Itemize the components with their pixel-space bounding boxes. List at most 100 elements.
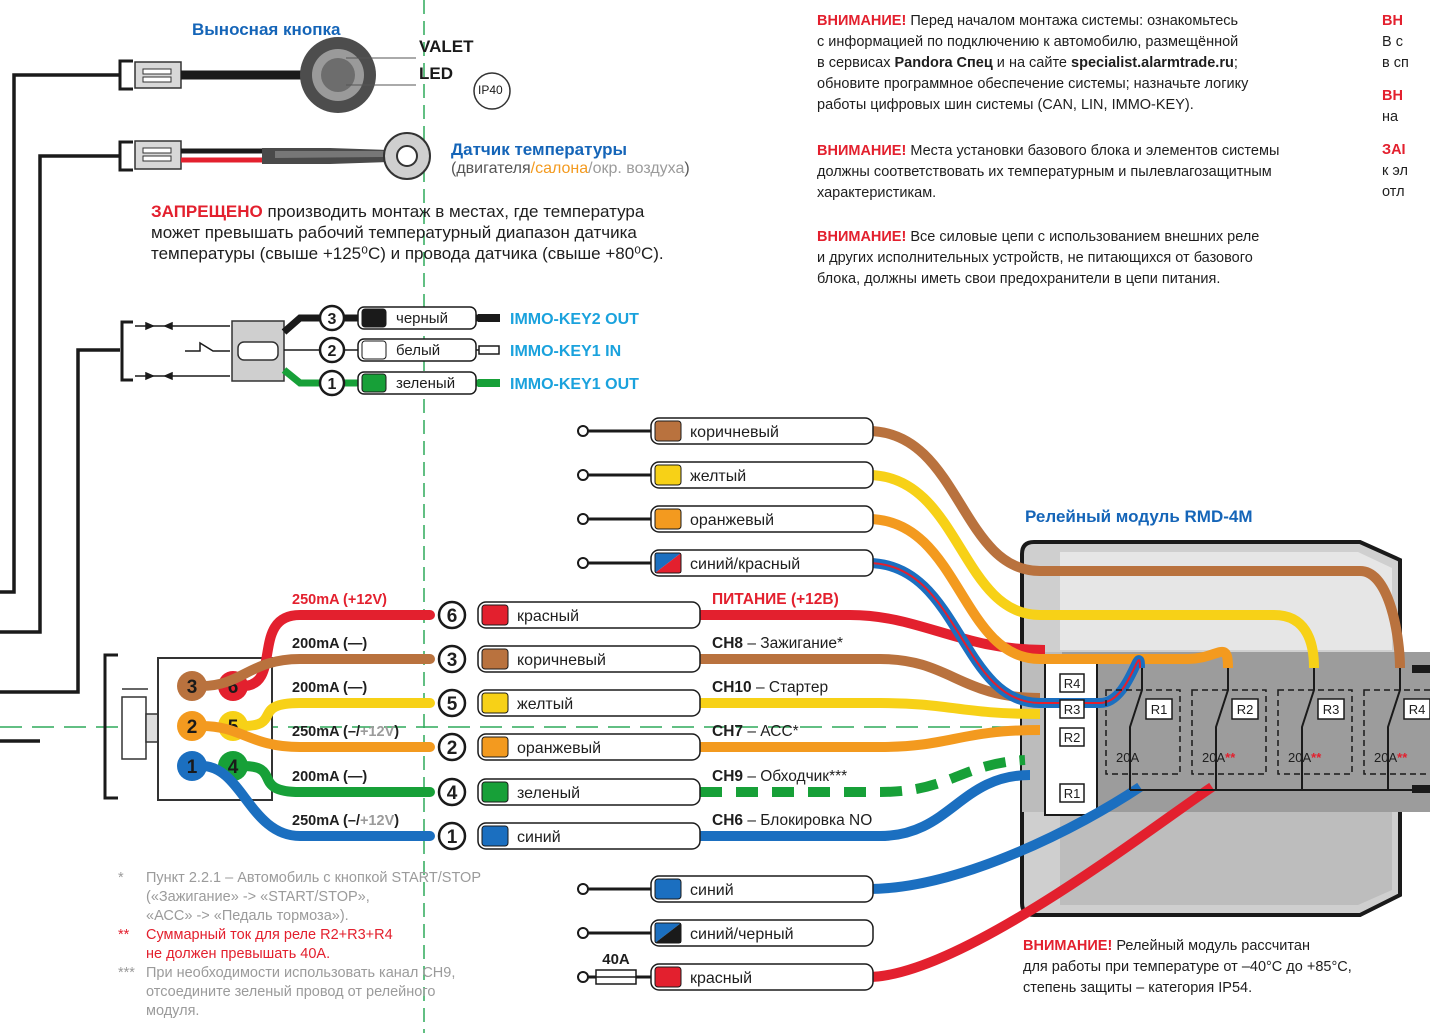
warning-2-head: ВНИМАНИЕ! bbox=[817, 143, 907, 159]
warning-3-line-2: и других исполнительных устройств, не пи… bbox=[817, 250, 1253, 266]
immo-number: 2 bbox=[328, 343, 337, 360]
harness-color-name: зеленый bbox=[517, 785, 580, 802]
remote-button-title: Выносная кнопка bbox=[192, 20, 341, 39]
warning-1-line-4: обновите программное обеспечение системы… bbox=[817, 76, 1249, 92]
harness-wire-right bbox=[700, 698, 1041, 719]
right-cut-8: отл bbox=[1382, 184, 1405, 200]
relay-bottom-swatch bbox=[654, 966, 682, 988]
immo-number-circle bbox=[318, 304, 346, 332]
relay-top-terminal bbox=[577, 513, 589, 525]
relay-R2 bbox=[1191, 689, 1267, 775]
harness-channel: CH6 – Блокировка NO bbox=[712, 812, 872, 829]
relay-pin-R2 bbox=[1059, 727, 1085, 747]
harness-label-box bbox=[477, 601, 701, 629]
harness-label-box bbox=[477, 645, 701, 673]
immo-number: 3 bbox=[328, 311, 337, 328]
relay-pin-R4 bbox=[1059, 673, 1085, 693]
opt-air: окр. воздуха bbox=[592, 160, 685, 177]
warning-block-1: ВНИМАНИЕ! Перед началом монтажа системы:… bbox=[817, 11, 1248, 116]
footnote-1-line-3: «АСС» -> «Педаль тормоза»). bbox=[146, 908, 349, 924]
immo-signal-label: IMMO-KEY2 OUT bbox=[510, 311, 639, 328]
relay-top-label-box bbox=[650, 505, 874, 533]
forbidden-text: ЗАПРЕЩЕНО производить монтаж в местах, г… bbox=[151, 201, 664, 264]
connector-pin-1 bbox=[177, 751, 207, 781]
paren-open: ( bbox=[451, 160, 457, 177]
immo-color-swatch bbox=[361, 373, 387, 393]
forbidden-line-3: температуры (свыше +125⁰С) и провода дат… bbox=[151, 244, 664, 263]
harness-wire-left bbox=[197, 654, 435, 691]
relay-label: R3 bbox=[1323, 702, 1340, 717]
warning-1-l3c: и на сайте bbox=[992, 55, 1072, 71]
relay-label: R2 bbox=[1237, 702, 1254, 717]
relay-bottom-label-box bbox=[650, 919, 874, 947]
relay-top-color-name: коричневый bbox=[690, 424, 779, 441]
connector-pin-number: 2 bbox=[187, 717, 198, 738]
harness-number: 1 bbox=[447, 827, 458, 848]
footnote-3-line-2: отсоедините зеленый провод от релейного bbox=[146, 984, 436, 1000]
button-plug bbox=[134, 61, 182, 89]
immo-number: 1 bbox=[328, 376, 337, 393]
immo-color-swatch bbox=[361, 340, 387, 360]
right-cut-2: В с bbox=[1382, 34, 1403, 50]
harness-color-name: синий bbox=[517, 829, 561, 846]
harness-number: 3 bbox=[447, 650, 458, 671]
relay-current: 20A** bbox=[1288, 750, 1322, 765]
harness-color-swatch bbox=[481, 825, 509, 847]
warning-1-line-5: работы цифровых шин системы (CAN, LIN, I… bbox=[817, 97, 1194, 113]
warning-block-2: ВНИМАНИЕ! Места установки базового блока… bbox=[817, 141, 1279, 204]
harness-color-swatch bbox=[481, 781, 509, 803]
immo-color-name: белый bbox=[396, 342, 440, 359]
harness-color-swatch bbox=[481, 604, 509, 626]
temp-sensor-title: Датчик температуры bbox=[451, 140, 628, 159]
harness-wire-right bbox=[700, 725, 1041, 752]
warning-2-line-3: характеристикам. bbox=[817, 185, 937, 201]
footnotes: * Пункт 2.2.1 – Автомобиль с кнопкой STA… bbox=[118, 869, 481, 1021]
warning-2-line-1: ВНИМАНИЕ! Места установки базового блока… bbox=[817, 141, 1279, 162]
relay-warning-line-2: для работы при температуре от –40°С до +… bbox=[1023, 959, 1352, 975]
relay-label-box bbox=[1145, 698, 1173, 720]
relay-top-terminal bbox=[577, 469, 589, 481]
harness-number: 5 bbox=[447, 694, 458, 715]
immo-color-name: черный bbox=[396, 310, 448, 327]
harness-current: 250mA (–/+12V) bbox=[292, 724, 399, 740]
harness-number-circle bbox=[437, 688, 467, 718]
relay-bottom-swatch bbox=[654, 878, 682, 900]
connector-pin-number: 1 bbox=[187, 757, 198, 778]
relay-bottom-terminal bbox=[577, 971, 589, 983]
harness-current: 200mA (—) bbox=[292, 680, 367, 696]
slash-2: / bbox=[588, 160, 593, 177]
connector-pin-number: 3 bbox=[187, 677, 198, 698]
slash-1: / bbox=[530, 160, 536, 177]
warning-3-head: ВНИМАНИЕ! bbox=[817, 229, 907, 245]
forbidden-line-1-text: производить монтаж в местах, где темпера… bbox=[262, 202, 645, 221]
footnote-3-line-3: модуля. bbox=[146, 1003, 200, 1019]
immo-row-3: 3 черный IMMO-KEY2 OUT bbox=[318, 304, 639, 332]
harness-number: 6 bbox=[447, 606, 458, 627]
harness-color-swatch bbox=[481, 648, 509, 670]
warning-3-line-1: ВНИМАНИЕ! Все силовые цепи с использован… bbox=[817, 227, 1259, 248]
warning-1-line-3: в сервисах Pandora Спец и на сайте speci… bbox=[817, 53, 1248, 74]
harness-wire-right-dashed bbox=[700, 755, 1026, 797]
relay-top-wire-path bbox=[867, 426, 1405, 669]
forbidden-line-2: может превышать рабочий температурный ди… bbox=[151, 223, 637, 242]
right-cut-7: к эл bbox=[1382, 163, 1408, 179]
harness-channel: CH10 – Стартер bbox=[712, 679, 828, 696]
harness-number: 4 bbox=[447, 783, 458, 804]
relay-top-swatch bbox=[654, 420, 682, 442]
relay-contact bbox=[1301, 668, 1315, 790]
relay-bottom-label-box bbox=[650, 963, 874, 991]
relay-top-wire-path bbox=[867, 514, 1233, 669]
relay-current: 20A bbox=[1116, 750, 1139, 765]
relay-top-swatch bbox=[654, 508, 682, 530]
immo-label-box bbox=[357, 338, 477, 362]
paren-close: ) bbox=[684, 160, 690, 177]
fuse-label: 40A bbox=[602, 951, 630, 968]
relay-pin-label: R1 bbox=[1064, 786, 1081, 801]
